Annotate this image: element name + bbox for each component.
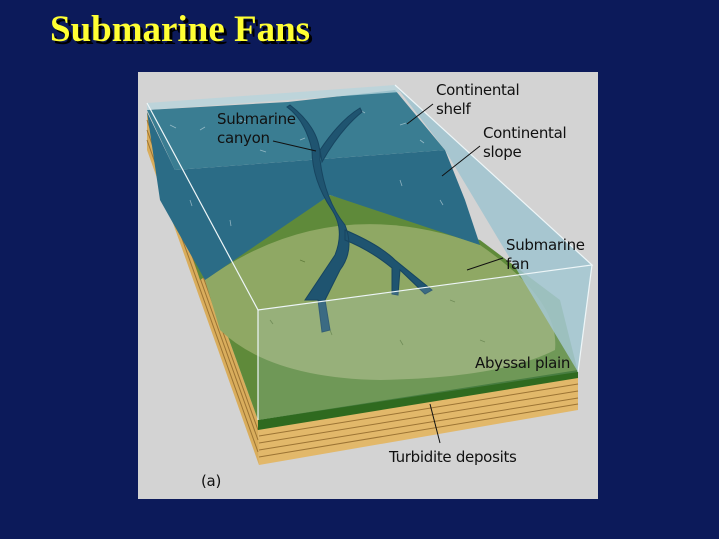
water-box-edges xyxy=(146,84,594,420)
label-leader-lines xyxy=(272,103,504,444)
water-top xyxy=(147,85,400,110)
submarine-fan-block-diagram xyxy=(146,84,594,465)
continental-shelf-surface xyxy=(147,90,445,170)
label-abyssal-plain: Abyssal plain xyxy=(475,354,571,372)
diagram-panel: Continental shelf Continental slope Subm… xyxy=(138,72,598,499)
submarine-canyon xyxy=(286,104,433,333)
slide-title: Submarine Fans xyxy=(50,9,311,50)
label-submarine-canyon: Submarine canyon xyxy=(217,110,296,148)
label-line: shelf xyxy=(436,100,471,118)
water-front-face xyxy=(258,265,592,420)
label-turbidite-deposits: Turbidite deposits xyxy=(389,448,517,466)
water-right-side xyxy=(395,85,592,372)
shelf-texture xyxy=(169,109,444,227)
label-continental-shelf: Continental shelf xyxy=(436,81,520,119)
abyssal-green-edge xyxy=(258,370,578,430)
label-line: Continental xyxy=(483,124,567,142)
label-submarine-fan: Submarine fan xyxy=(506,236,585,274)
label-line: fan xyxy=(506,255,530,273)
continental-slope-surface xyxy=(147,112,480,280)
submarine-fan-surface xyxy=(205,224,556,380)
label-line: slope xyxy=(483,143,522,161)
label-line: Submarine xyxy=(506,236,585,254)
label-line: Submarine xyxy=(217,110,296,128)
label-line: canyon xyxy=(217,129,270,147)
label-line: Continental xyxy=(436,81,520,99)
label-continental-slope: Continental slope xyxy=(483,124,567,162)
panel-letter: (a) xyxy=(201,472,221,490)
